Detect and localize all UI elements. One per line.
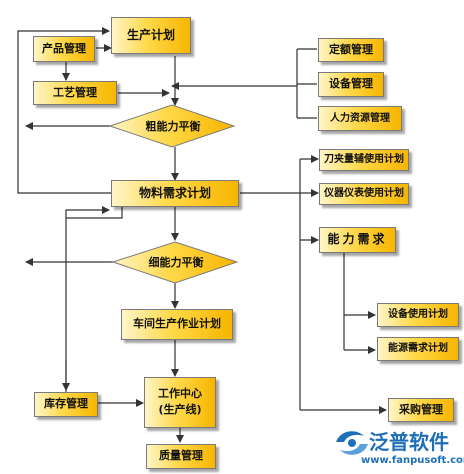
process-mgmt-box: 工艺管理 <box>33 81 117 105</box>
fanpu-logo <box>334 424 462 472</box>
instrument-plan-box: 仪器仪表使用计划 <box>319 183 409 205</box>
production-plan-box: 生产计划 <box>111 17 191 54</box>
quality-mgmt-box: 质量管理 <box>146 444 216 469</box>
inventory-mgmt-box: 库存管理 <box>34 392 98 417</box>
tool-plan-box: 刀夹量辅使用计划 <box>319 149 409 171</box>
work-center-line1: 工作中心 <box>158 387 202 401</box>
equipment-use-plan-box: 设备使用计划 <box>377 303 459 327</box>
coarse-capacity-diamond <box>108 104 236 148</box>
mrp-box: 物料需求计划 <box>111 180 239 207</box>
coarse-capacity-label: 粗能力平衡 <box>145 120 201 133</box>
quota-mgmt-box: 定额管理 <box>318 38 384 62</box>
logo-url-text: www.fanpusoft.com <box>361 455 464 466</box>
logo-mark-icon <box>336 431 368 455</box>
fine-capacity-label: 细能力平衡 <box>148 256 204 269</box>
energy-demand-plan-box: 能源需求计划 <box>377 337 459 361</box>
hr-mgmt-box: 人力资源管理 <box>318 106 402 131</box>
workshop-plan-box: 车间生产作业计划 <box>121 309 233 340</box>
product-mgmt-box: 产品管理 <box>33 36 95 62</box>
work-center-box: 工作中心 (生产线) <box>144 377 216 428</box>
fine-capacity-diamond <box>111 241 239 284</box>
equipment-mgmt-box: 设备管理 <box>318 72 384 97</box>
capacity-demand-box: 能力需求 <box>319 227 396 253</box>
purchase-mgmt-box: 采购管理 <box>388 398 454 422</box>
work-center-line2: (生产线) <box>158 403 202 416</box>
logo-brand-text: 泛普软件 <box>369 430 449 454</box>
